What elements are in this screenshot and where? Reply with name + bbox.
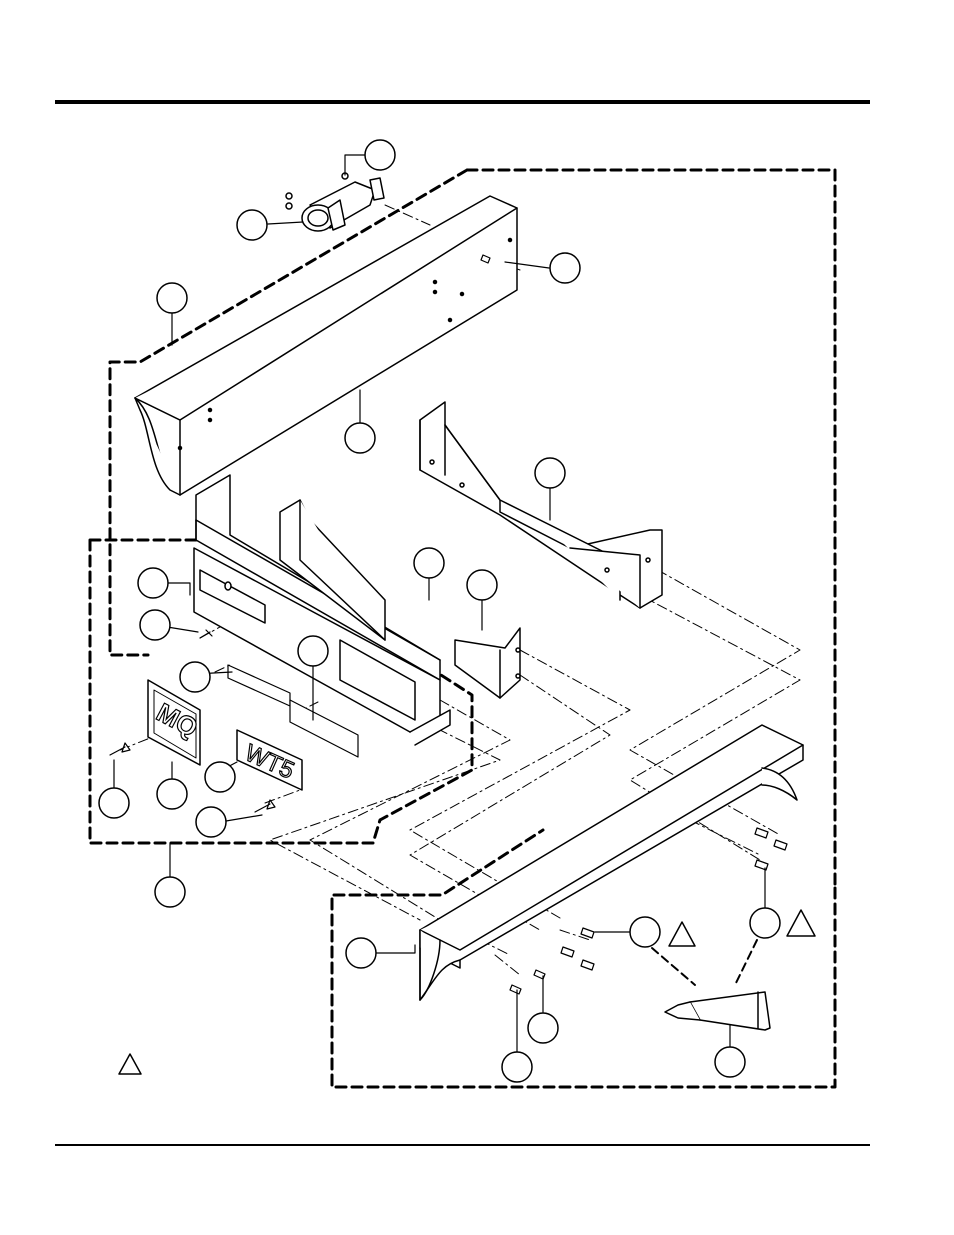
front-bumper-beam [420,725,803,1000]
callout-circle [715,1047,745,1077]
callout-circle [550,253,580,283]
callout-circle [157,779,187,809]
callout-circle [140,610,170,640]
side-mount-bracket [455,628,520,698]
callout-circle [528,1013,558,1043]
decal-blank-lower [290,700,358,757]
callout-circle [414,548,444,578]
callout-circle [138,568,168,598]
callout-circle [157,283,187,313]
callout-circle [237,210,267,240]
warning-triangle-icon [787,910,815,936]
callout-circle [180,662,210,692]
callout-circle [298,636,328,666]
callout-circle [535,458,565,488]
callout-circle [196,807,226,837]
model-nameplate-text: WT5 [241,739,298,784]
callout-circle [365,140,395,170]
callout-circle [467,570,497,600]
warning-triangle-icon [669,922,695,946]
callout-circle [630,917,660,947]
warning-triangle-icon [119,1054,141,1074]
callout-circle [205,762,235,792]
callout-circle [346,938,376,968]
callout-circle [502,1052,532,1082]
rear-cradle-bracket [420,402,662,608]
callout-circle [750,908,780,938]
callout-circle [99,788,129,818]
screw-front-panel [200,630,212,638]
callout-circle [345,423,375,453]
decal-blank-upper [228,665,290,706]
callout-circle [155,877,185,907]
thread-locker-tube [665,992,770,1030]
